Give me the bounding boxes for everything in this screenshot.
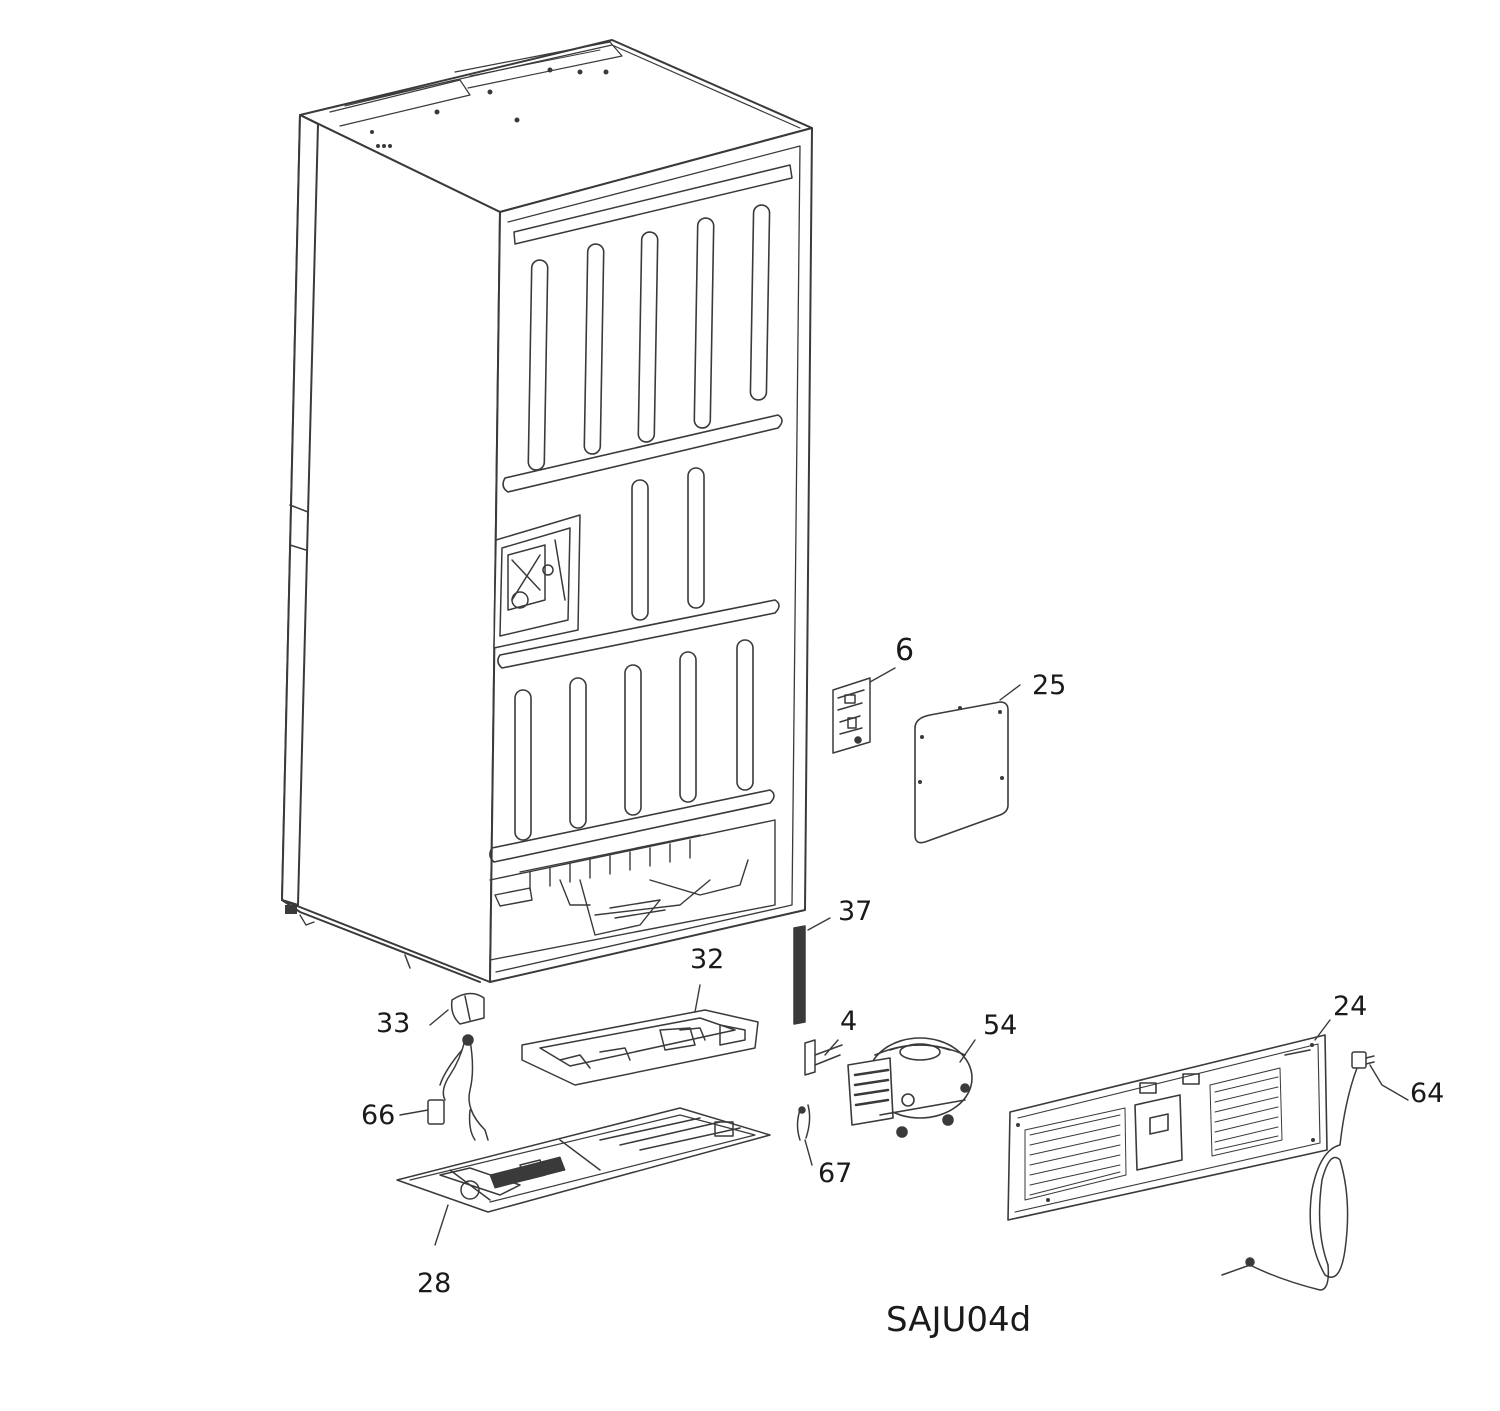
- callout-25: 25: [1032, 670, 1067, 701]
- wiring-harness-part: [427, 1034, 489, 1141]
- refrigerator-cabinet: [281, 39, 813, 983]
- callout-54: 54: [983, 1010, 1018, 1041]
- callout-64: 64: [1410, 1078, 1445, 1109]
- cover-panel-part: [914, 701, 1009, 844]
- base-tray-part: [396, 1107, 771, 1213]
- relay-cover-part: [450, 992, 485, 1025]
- leader-lines: [399, 667, 1409, 1246]
- callout-33: 33: [376, 1008, 411, 1039]
- compressor-part: [847, 1037, 973, 1138]
- callout-4: 4: [840, 1006, 858, 1037]
- drawing-code: SAJU04d: [886, 1300, 1032, 1340]
- power-cord-part: [1221, 1051, 1375, 1291]
- sensor-part: [796, 1104, 811, 1141]
- rear-access-panel-part: [1007, 1034, 1328, 1221]
- callout-24: 24: [1333, 991, 1368, 1022]
- callout-6: 6: [895, 633, 915, 668]
- insulation-strip-part: [793, 925, 806, 1025]
- callout-67: 67: [818, 1158, 853, 1189]
- callout-37: 37: [838, 896, 873, 927]
- callout-32: 32: [690, 944, 725, 975]
- control-board-part: [832, 677, 871, 754]
- bracket-part: [804, 1039, 843, 1076]
- callout-66: 66: [361, 1100, 396, 1131]
- drain-pan-part: [521, 1009, 759, 1086]
- callout-28: 28: [417, 1268, 452, 1299]
